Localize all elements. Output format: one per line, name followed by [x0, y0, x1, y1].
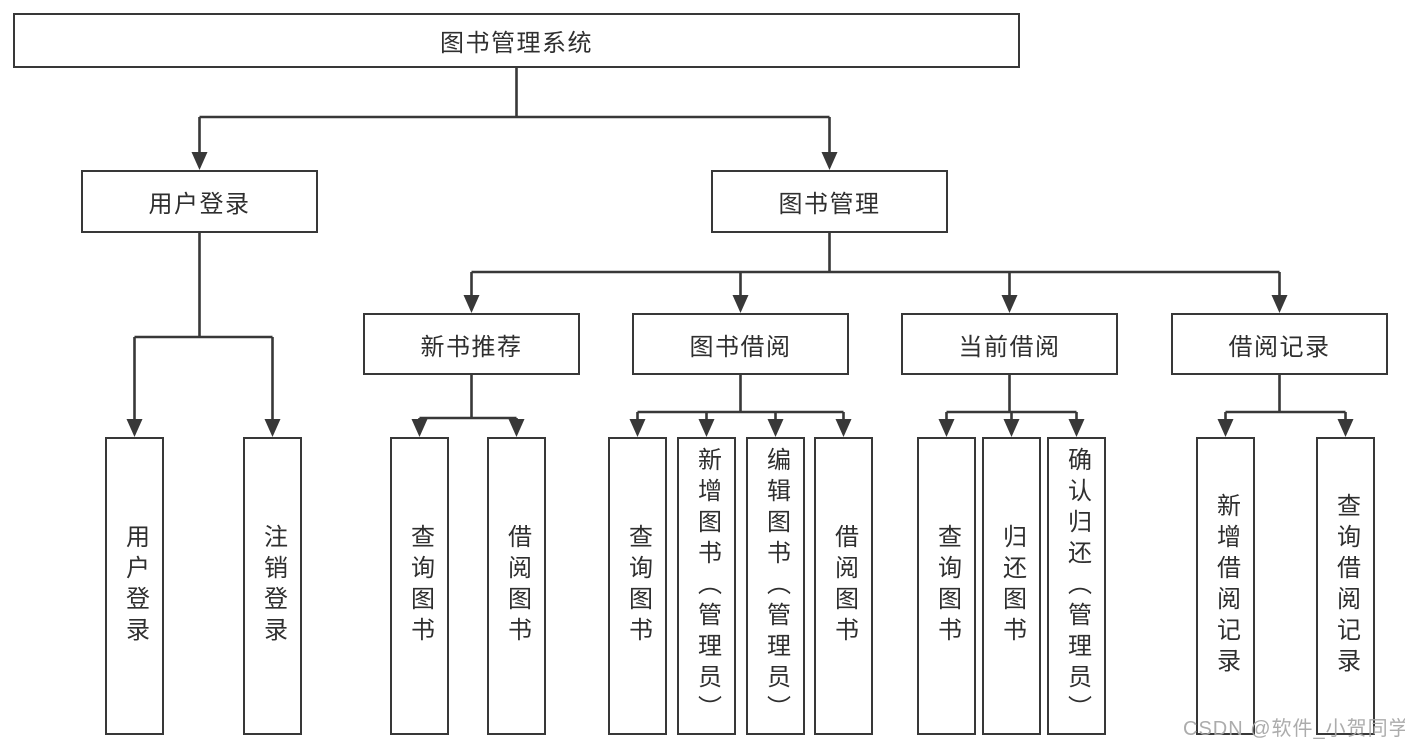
connector-book-borrow-children	[629, 375, 852, 437]
node-new-book-recommend: 新书推荐	[363, 313, 580, 375]
connector-new-book-recommend-children	[411, 375, 525, 437]
leaf-borrow-add-books-admin: 新增图书（管理员）	[677, 437, 736, 735]
leaf-records-add-record: 新增借阅记录	[1196, 437, 1255, 735]
node-book-borrow: 图书借阅	[632, 313, 849, 375]
leaf-current-query-books: 查询图书	[917, 437, 976, 735]
leaf-borrow-borrow-books: 借阅图书	[814, 437, 873, 735]
leaf-user-login: 用户登录	[105, 437, 164, 735]
leaf-newrec-borrow-books: 借阅图书	[487, 437, 546, 735]
leaf-borrow-edit-books-admin: 编辑图书（管理员）	[746, 437, 805, 735]
leaf-borrow-query-books: 查询图书	[608, 437, 667, 735]
connector-borrow-records-children	[1217, 375, 1354, 437]
node-root-library-system: 图书管理系统	[13, 13, 1020, 68]
leaf-current-return-books: 归还图书	[982, 437, 1041, 735]
node-current-borrow: 当前借阅	[901, 313, 1118, 375]
node-borrow-records: 借阅记录	[1171, 313, 1388, 375]
csdn-watermark: CSDN @软件_小贺同学	[1183, 718, 1405, 740]
leaf-newrec-query-books: 查询图书	[390, 437, 449, 735]
connector-user-login-children	[126, 233, 281, 437]
leaf-records-query-record: 查询借阅记录	[1316, 437, 1375, 735]
connector-current-borrow-children	[938, 375, 1085, 437]
node-user-login: 用户登录	[81, 170, 318, 233]
connector-book-management-children	[463, 233, 1288, 313]
connector-root-to-level2	[191, 68, 838, 170]
leaf-logout: 注销登录	[243, 437, 302, 735]
leaf-current-confirm-return-admin: 确认归还（管理员）	[1047, 437, 1106, 735]
node-book-management: 图书管理	[711, 170, 948, 233]
